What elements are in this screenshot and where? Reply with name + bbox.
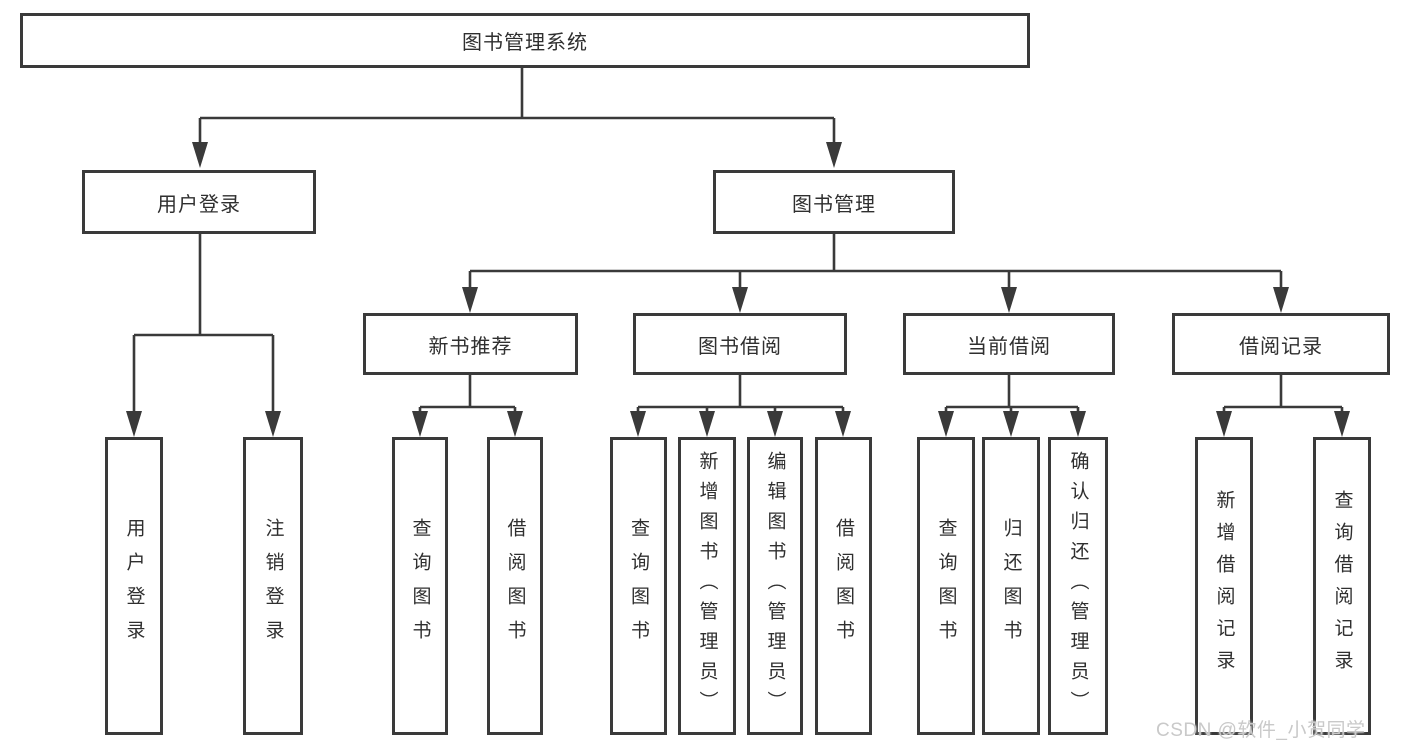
leaf-query-books-label-1: 查询图书	[409, 518, 431, 654]
leaf-borrow-books-label-1: 借阅图书	[504, 518, 526, 654]
borrow-records-box: 借阅记录	[1172, 313, 1390, 375]
leaf-user-login-label: 用户登录	[123, 518, 145, 654]
leaf-confirm-return-admin-box: 确认归还（管理员）	[1048, 437, 1108, 735]
leaf-query-books-label-3: 查询图书	[935, 518, 957, 654]
watermark-text: CSDN @软件_小贺同学	[1156, 720, 1366, 741]
leaf-add-borrow-record-label: 新增借阅记录	[1213, 490, 1235, 682]
new-book-recommend-box: 新书推荐	[363, 313, 578, 375]
book-borrow-box: 图书借阅	[633, 313, 847, 375]
leaf-return-books-label: 归还图书	[1000, 518, 1022, 654]
leaf-query-borrow-record-box: 查询借阅记录	[1313, 437, 1371, 735]
leaf-query-books-box-1: 查询图书	[392, 437, 448, 735]
leaf-borrow-books-label-2: 借阅图书	[833, 518, 854, 654]
system-root-box: 图书管理系统	[20, 13, 1030, 68]
current-borrow-box: 当前借阅	[903, 313, 1115, 375]
leaf-add-borrow-record-box: 新增借阅记录	[1195, 437, 1253, 735]
leaf-logout-label: 注销登录	[262, 518, 284, 654]
leaf-add-books-admin-box: 新增图书（管理员）	[678, 437, 736, 735]
leaf-borrow-books-box-1: 借阅图书	[487, 437, 543, 735]
leaf-user-login-box: 用户登录	[105, 437, 163, 735]
leaf-query-books-label-2: 查询图书	[628, 518, 649, 654]
leaf-query-books-box-2: 查询图书	[610, 437, 667, 735]
book-management-box: 图书管理	[713, 170, 955, 234]
leaf-return-books-box: 归还图书	[982, 437, 1040, 735]
leaf-edit-books-admin-box: 编辑图书（管理员）	[747, 437, 803, 735]
user-login-box: 用户登录	[82, 170, 316, 234]
leaf-logout-box: 注销登录	[243, 437, 303, 735]
leaf-query-books-box-3: 查询图书	[917, 437, 975, 735]
leaf-borrow-books-box-2: 借阅图书	[815, 437, 872, 735]
arrowhead-icons	[126, 142, 1350, 437]
leaf-confirm-return-admin-label: 确认归还（管理员）	[1067, 451, 1089, 721]
leaf-query-borrow-record-label: 查询借阅记录	[1331, 490, 1353, 682]
leaf-edit-books-admin-label: 编辑图书（管理员）	[764, 451, 786, 721]
leaf-add-books-admin-label: 新增图书（管理员）	[696, 451, 718, 721]
